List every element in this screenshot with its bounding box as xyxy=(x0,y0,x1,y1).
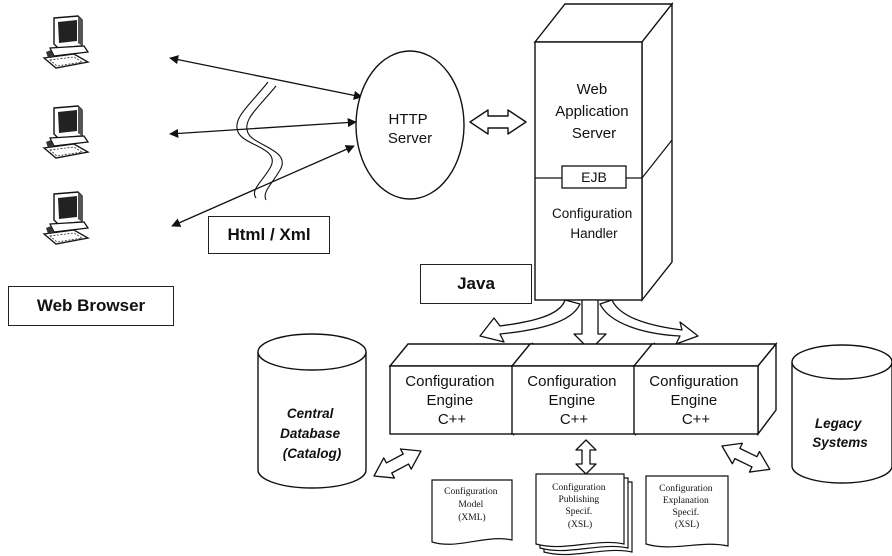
configuration-engine-1-label: Configuration Engine C++ xyxy=(405,373,498,428)
config-publishing-document xyxy=(535,473,633,556)
network-lightning xyxy=(236,81,283,201)
web-browser-label: Web Browser xyxy=(8,286,174,326)
html-xml-label: Html / Xml xyxy=(208,216,330,254)
db-engine-arrow xyxy=(367,440,427,487)
engine-docs-arrow xyxy=(575,439,597,475)
web-application-server-node xyxy=(533,1,674,303)
central-database-cylinder xyxy=(257,333,367,489)
server-to-engines-arrows xyxy=(479,299,699,351)
config-explanation-label: Configuration Explanation Specif. (XSL) xyxy=(659,483,715,530)
config-model-label: Configuration Model (XML) xyxy=(444,486,500,523)
computer-icon-2 xyxy=(43,105,89,159)
configuration-engine-2 xyxy=(510,342,656,437)
config-publishing-label: Configuration Publishing Specif. (XSL) xyxy=(552,482,608,530)
configuration-engine-3 xyxy=(632,342,778,437)
legacy-systems-label: Legacy Systems xyxy=(812,416,868,450)
ejb-box xyxy=(561,165,627,189)
central-database-label: Central Database (Catalog) xyxy=(280,406,344,461)
computer-icon-3 xyxy=(43,191,89,245)
config-explanation-document xyxy=(645,475,729,548)
http-server-label: HTTP Server xyxy=(388,111,432,147)
http-appserver-arrow xyxy=(469,109,527,135)
web-application-server-label: Web Application Server xyxy=(555,81,633,142)
legacy-systems-cylinder xyxy=(791,344,892,484)
java-label: Java xyxy=(420,264,532,304)
request-arrow-1 xyxy=(169,55,363,100)
configuration-handler-label: Configuration Handler xyxy=(552,206,636,241)
configuration-engine-2-label: Configuration Engine C++ xyxy=(527,373,620,428)
config-model-document xyxy=(431,479,513,545)
request-arrow-3 xyxy=(171,145,355,227)
configuration-engine-3-label: Configuration Engine C++ xyxy=(649,373,742,428)
computer-icon-1 xyxy=(43,15,89,69)
ejb-label: EJB xyxy=(581,169,607,185)
http-server-node xyxy=(355,50,465,200)
engine-legacy-arrow xyxy=(716,435,776,481)
request-arrow-2 xyxy=(169,117,357,139)
